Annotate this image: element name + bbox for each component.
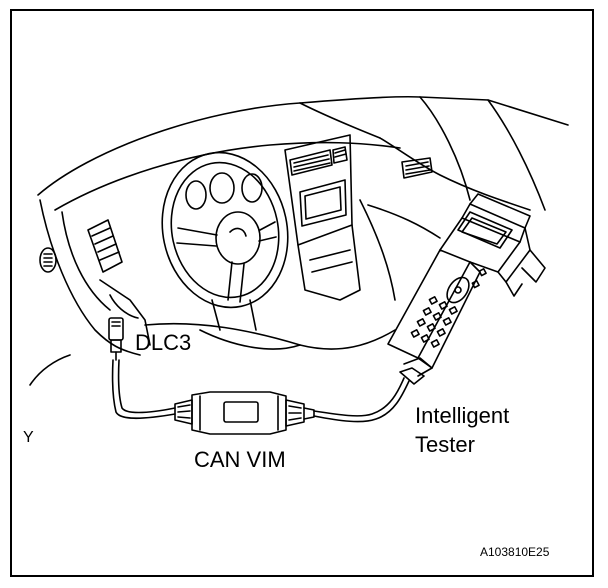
can-vim-label: CAN VIM [194,447,286,472]
can-vim-module-icon [174,391,315,435]
dlc3-cable [111,359,176,420]
dlc3-connector-icon [108,317,124,361]
corner-mark: Y [23,429,34,446]
tester-cable [313,377,410,423]
dlc3-label: DLC3 [135,330,192,355]
tester-keypad [410,268,487,348]
intelligent-tester-label: Intelligent Tester [415,401,509,459]
tester-icon [387,193,546,385]
figure-code: A103810E25 [480,545,550,559]
steering-wheel-icon [161,151,289,331]
dashboard-illustration [29,95,569,386]
tester-label-line2: Tester [415,432,475,457]
tester-label-line1: Intelligent [415,403,510,428]
